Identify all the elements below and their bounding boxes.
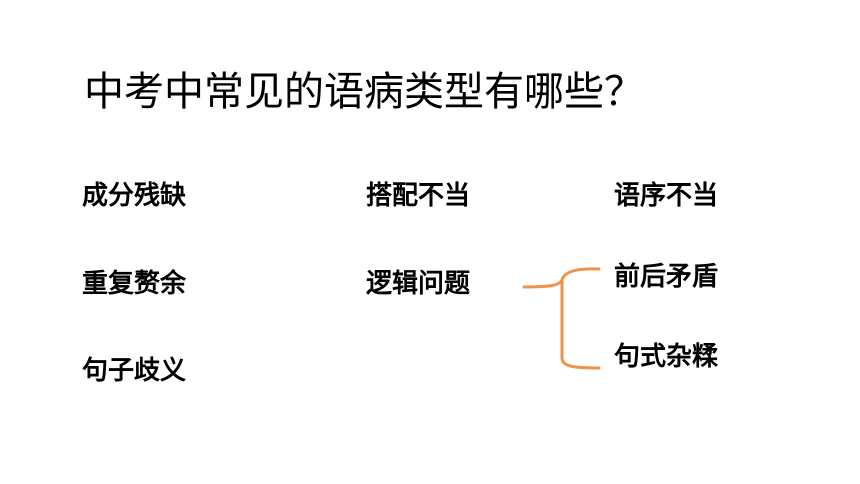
brace-path xyxy=(522,267,601,370)
item-ambiguity: 句子歧义 xyxy=(82,356,187,386)
item-self-contradiction: 前后矛盾 xyxy=(614,262,719,292)
item-missing-component: 成分残缺 xyxy=(82,181,187,211)
item-improper-word-order: 语序不当 xyxy=(614,181,719,211)
item-redundancy: 重复赘余 xyxy=(82,269,187,299)
item-improper-collocation: 搭配不当 xyxy=(366,181,471,211)
item-mixed-structure: 句式杂糅 xyxy=(614,342,719,372)
slide-title: 中考中常见的语病类型有哪些？ xyxy=(84,69,644,115)
item-logic-problem: 逻辑问题 xyxy=(366,269,471,299)
curly-brace-connector xyxy=(522,267,601,370)
